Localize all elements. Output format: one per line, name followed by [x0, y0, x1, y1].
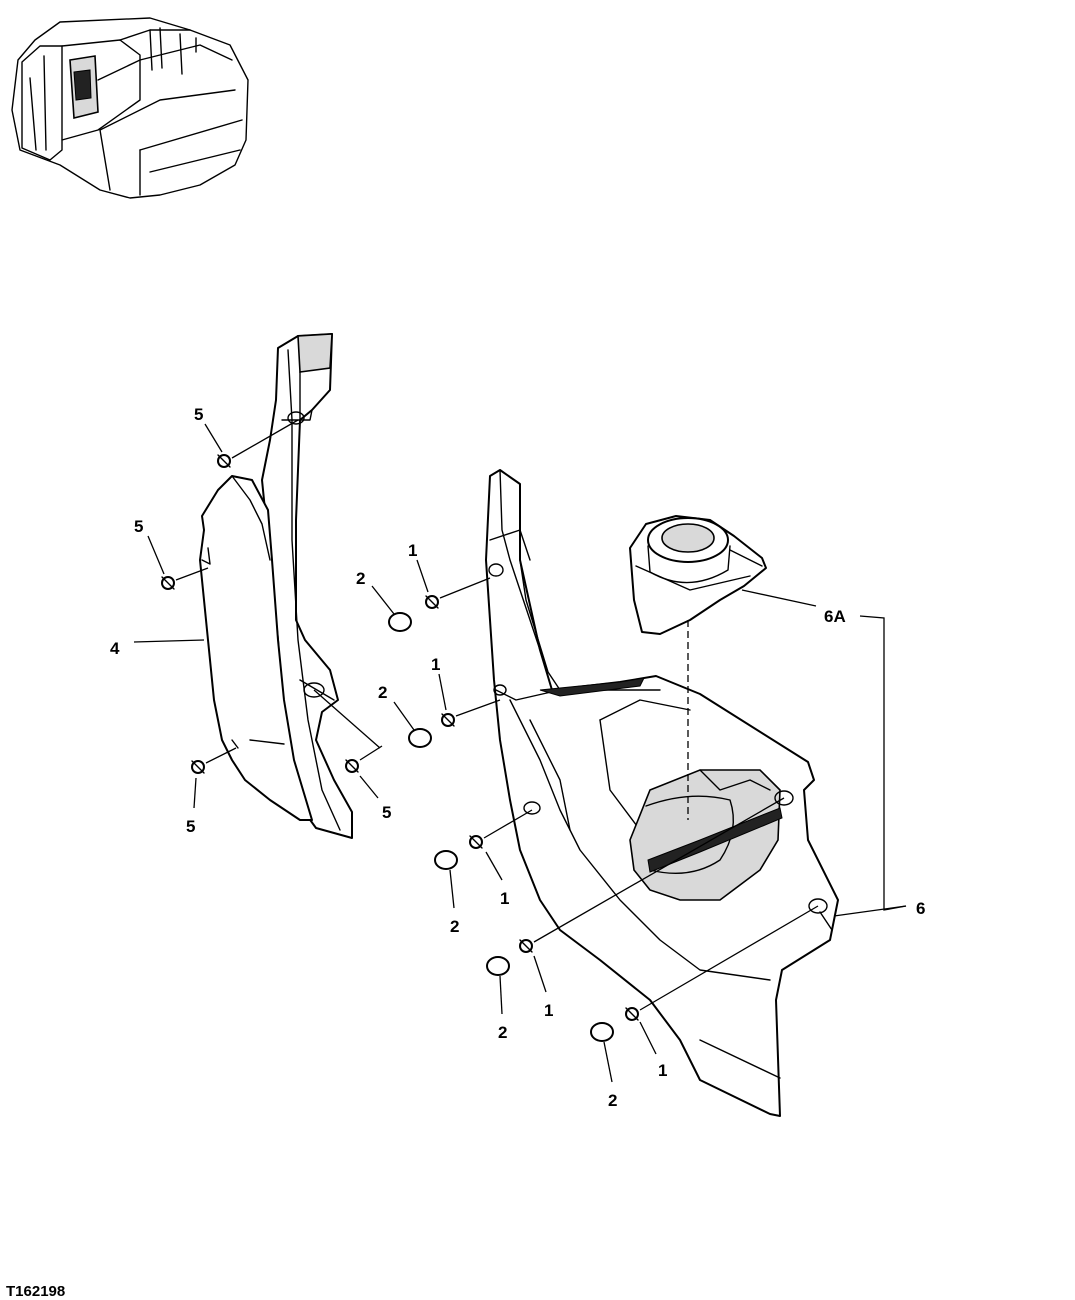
callout-2-b: 2 — [378, 683, 387, 702]
callout-labels: 5 5 4 5 5 2 1 2 1 1 2 1 2 1 2 6A 6 — [110, 405, 925, 1110]
cap-2-c — [434, 850, 458, 870]
screw-1-d — [519, 797, 785, 953]
callout-2-a: 2 — [356, 569, 365, 588]
callout-1-a: 1 — [408, 541, 417, 560]
left-trim-panel — [199, 333, 353, 839]
screw-1-c — [469, 809, 533, 849]
cap-2-e — [590, 1022, 614, 1042]
callout-1-d: 1 — [544, 1001, 553, 1020]
cap-2-a — [388, 612, 412, 632]
screw-1-a — [425, 577, 491, 609]
callout-6: 6 — [916, 899, 925, 918]
right-console-panel — [485, 469, 839, 1117]
screw-1-e — [625, 905, 819, 1021]
cap-2-d — [486, 956, 510, 976]
cap-2-b — [408, 728, 432, 748]
air-duct-outlet — [629, 515, 767, 635]
callout-6a: 6A — [824, 607, 846, 626]
callout-1-e: 1 — [658, 1061, 667, 1080]
callout-2-c: 2 — [450, 917, 459, 936]
callout-5-top: 5 — [194, 405, 203, 424]
screw-5-mid — [161, 567, 209, 590]
callout-1-c: 1 — [500, 889, 509, 908]
callout-4: 4 — [110, 639, 120, 658]
callout-5-low: 5 — [186, 817, 195, 836]
screw-5-low — [191, 747, 237, 774]
callout-5-mid: 5 — [134, 517, 143, 536]
callout-2-d: 2 — [498, 1023, 507, 1042]
machine-locator-thumbnail — [11, 17, 249, 199]
callout-1-b: 1 — [431, 655, 440, 674]
callout-5-right: 5 — [382, 803, 391, 822]
callout-2-e: 2 — [608, 1091, 617, 1110]
screw-5-right — [313, 689, 383, 773]
screw-5-top — [217, 419, 299, 468]
figure-id: T162198 — [6, 1283, 65, 1300]
screw-1-b — [441, 699, 501, 727]
callout-leaders — [133, 423, 907, 1083]
